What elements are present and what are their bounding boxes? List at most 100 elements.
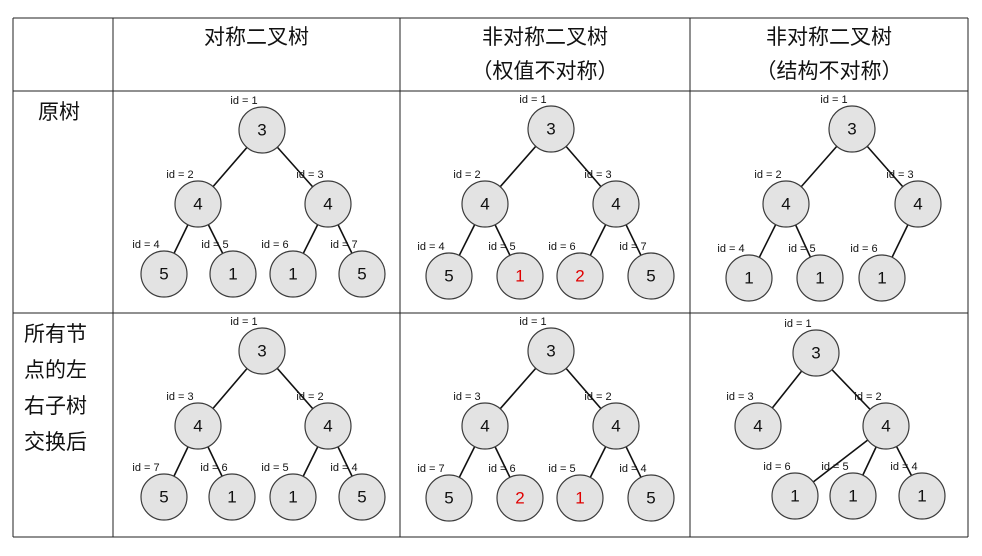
tree-node: 1 [556,474,604,522]
tree-node-value: 1 [228,265,237,284]
tree-node: 5 [627,252,675,300]
tree-node: 4 [174,402,222,450]
row-label-line: 右子树 [24,394,87,418]
tree-node-circle [269,473,317,521]
tree-node-value: 4 [611,417,620,436]
tree-node-value: 5 [444,489,453,508]
tree-node-circle [592,402,640,450]
tree-node-circle [209,250,257,298]
tree-node: 5 [425,252,473,300]
tree-node-circle [829,472,877,520]
tree-node: 5 [140,250,188,298]
tree-node-id-label: id = 1 [230,316,257,328]
column-header-symmetric: 对称二叉树 [113,20,400,54]
tree-node: 4 [762,180,810,228]
tree-node-id-label: id = 5 [821,461,848,473]
tree-node-id-label: id = 2 [296,391,323,403]
tree-node-value: 1 [848,487,857,506]
tree-node-id-label: id = 3 [166,391,193,403]
tree-node-value: 4 [480,195,489,214]
tree-node-value: 5 [357,488,366,507]
tree-node-value: 4 [781,195,790,214]
tree-node-value: 1 [288,265,297,284]
tree-node: 1 [796,254,844,302]
tree-node: 4 [592,402,640,450]
tree-node-value: 1 [288,488,297,507]
tree-node: 4 [304,402,352,450]
column-header-line2: （结构不对称） [755,59,903,83]
tree-node-circle [527,105,575,153]
tree-node-circle [828,105,876,153]
tree-node-id-label: id = 4 [890,461,917,473]
tree-node: 1 [858,254,906,302]
tree-node: 4 [592,180,640,228]
tree-node-id-label: id = 1 [784,318,811,330]
tree-node: 3 [792,329,840,377]
tree-node: 3 [238,106,286,154]
tree-node-value: 3 [257,342,266,361]
tree-node: 5 [338,250,386,298]
tree-node: 4 [894,180,942,228]
tree-node-value: 3 [546,342,555,361]
tree-node-id-label: id = 2 [754,169,781,181]
tree-node: 3 [527,105,575,153]
tree-node-circle [858,254,906,302]
tree-node-id-label: id = 4 [132,239,159,251]
tree-node-id-label: id = 7 [417,463,444,475]
tree-node: 1 [209,250,257,298]
tree-node: 4 [461,402,509,450]
tree-node-circle [734,402,782,450]
tree-node-id-label: id = 7 [132,462,159,474]
tree-node: 1 [829,472,877,520]
row-label-line: 所有节 [24,322,87,346]
tree-node-value: 5 [357,265,366,284]
tree-node: 3 [828,105,876,153]
tree-node-id-label: id = 4 [619,463,646,475]
tree-node-circle [338,473,386,521]
tree-node: 1 [898,472,946,520]
tree-node-circle [140,473,188,521]
tree-node-circle [527,327,575,375]
tree-node: 4 [461,180,509,228]
tree-node-id-label: id = 3 [584,169,611,181]
tree-node-id-label: id = 4 [417,241,444,253]
tree-node: 5 [627,474,675,522]
tree-node-value: 5 [646,267,655,286]
tree-node-value: 5 [159,488,168,507]
tree-node-value: 5 [444,267,453,286]
tree-node-id-label: id = 4 [717,243,744,255]
row-label-line: 点的左 [24,358,87,382]
column-header-line1: 非对称二叉树 [766,25,892,49]
tree-node-id-label: id = 5 [261,462,288,474]
tree-node-circle [792,329,840,377]
tree-node: 5 [140,473,188,521]
tree-node-id-label: id = 5 [548,463,575,475]
tree-node-value: 4 [323,195,332,214]
tree-node: 1 [208,473,256,521]
tree-node-id-label: id = 3 [726,391,753,403]
row-label-line: 原树 [38,100,80,124]
tree-node-circle [461,180,509,228]
tree-node: 5 [425,474,473,522]
tree-node-id-label: id = 4 [330,462,357,474]
tree-node-circle [894,180,942,228]
tree-node: 4 [734,402,782,450]
tree-node: 5 [338,473,386,521]
tree-node-id-label: id = 6 [763,461,790,473]
column-header-line2: （权值不对称） [471,59,619,83]
tree-node-value: 2 [575,267,584,286]
tree-node: 1 [725,254,773,302]
tree-node-circle [461,402,509,450]
tree-node-value: 3 [257,121,266,140]
tree-node-id-label: id = 3 [453,391,480,403]
tree-node-value: 4 [753,417,762,436]
tree-node-circle [238,327,286,375]
tree-node-value: 1 [815,269,824,288]
tree-node-id-label: id = 2 [453,169,480,181]
tree-node-id-label: id = 2 [584,391,611,403]
tree-node-id-label: id = 6 [261,239,288,251]
tree-node-id-label: id = 7 [619,241,646,253]
